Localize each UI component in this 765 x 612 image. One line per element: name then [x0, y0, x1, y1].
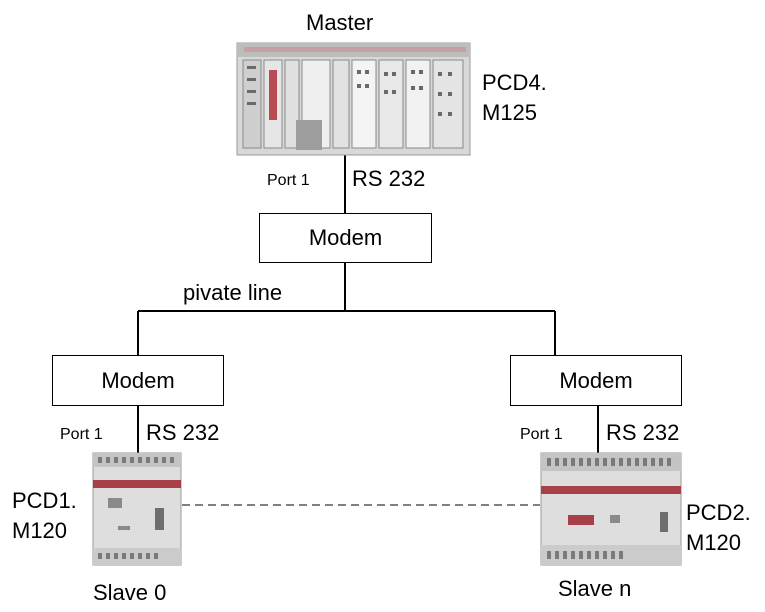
master-port-label: Port 1	[267, 173, 310, 189]
right-modem-label: Modem	[559, 368, 632, 394]
central-modem-label: Modem	[309, 225, 382, 251]
slave-n-model-line2: M120	[686, 532, 741, 554]
slave-0-title: Slave 0	[93, 582, 166, 604]
left-modem-label: Modem	[101, 368, 174, 394]
right-modem-box: Modem	[510, 355, 682, 406]
master-model-line2: M125	[482, 102, 537, 124]
slave-n-model-line1: PCD2.	[686, 502, 751, 524]
slave-0-interface-label: RS 232	[146, 422, 219, 444]
private-line-label: pivate line	[183, 282, 282, 304]
master-model-line1: PCD4.	[482, 72, 547, 94]
slave-n-port-label: Port 1	[520, 427, 563, 443]
slave-0-plc-image	[93, 453, 181, 565]
slave-n-title: Slave n	[558, 578, 631, 600]
slave-0-port-label: Port 1	[60, 427, 103, 443]
slave-0-model-line1: PCD1.	[12, 490, 77, 512]
slave-n-interface-label: RS 232	[606, 422, 679, 444]
slave-n-plc-image	[541, 453, 681, 565]
master-interface-label: RS 232	[352, 168, 425, 190]
master-plc-image	[237, 43, 470, 155]
slave-0-model-line2: M120	[12, 520, 67, 542]
master-title: Master	[306, 12, 373, 34]
left-modem-box: Modem	[52, 355, 224, 406]
central-modem-box: Modem	[259, 213, 432, 263]
